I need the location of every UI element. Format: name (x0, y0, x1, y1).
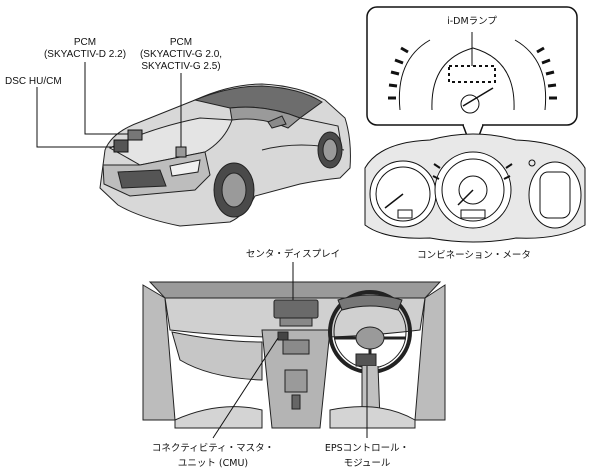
pcm-diesel-label-2: (SKYACTIV-D 2.2) (44, 49, 126, 60)
combination-meter-label: コンビネーション・メータ (417, 250, 531, 261)
pcm-gas-label-2: (SKYACTIV-G 2.0, (140, 49, 222, 60)
pcm-diesel-box (127, 129, 143, 141)
cmu-box (277, 331, 289, 341)
cmu-label-1: コネクティビティ・マスタ・ (152, 443, 274, 454)
pcm-gas-label-3: SKYACTIV-G 2.5) (141, 61, 220, 72)
cmu-label-2: ユニット (CMU) (178, 458, 248, 469)
dsc-module-box (113, 139, 129, 153)
dsc-label: DSC HU/CM (5, 76, 62, 87)
dashboard-leader-lines (212, 262, 368, 439)
car-leader-lines (36, 62, 182, 148)
eps-label-1: EPSコントロール・ (325, 443, 409, 454)
dashboard-illustration (142, 280, 446, 430)
eps-module-box (355, 353, 377, 367)
eps-label-2: モジュール (344, 458, 391, 469)
car-illustration (99, 83, 351, 227)
center-display-shape (273, 299, 319, 319)
idm-lamp-highlight (448, 65, 496, 83)
center-display-label: センタ・ディスプレイ (246, 248, 340, 260)
combination-meter-illustration (364, 133, 586, 243)
module-markers (113, 129, 187, 158)
pcm-gas-label-1: PCM (170, 37, 192, 48)
pcm-diesel-label-1: PCM (74, 37, 96, 48)
pcm-gas-box (175, 146, 187, 158)
idm-lamp-label: i-DMランプ (447, 16, 497, 27)
meter-zoom-box (366, 6, 578, 155)
